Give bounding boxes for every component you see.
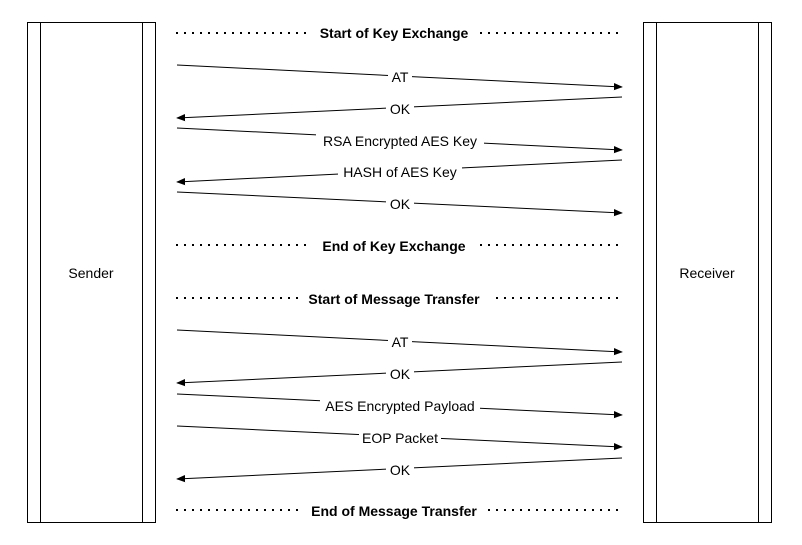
- message-label-bg: [386, 365, 414, 383]
- message-label: RSA Encrypted AES Key: [323, 133, 477, 149]
- section-separators: Start of Key Exchange End of Key Exchang…: [176, 22, 622, 521]
- sender-box: [27, 22, 156, 523]
- message-arrow: OK: [176, 361, 623, 387]
- message-arrow: AES Encrypted Payload: [176, 393, 623, 419]
- messages: AT OK RSA Encrypted AES Key HASH of AES …: [176, 64, 623, 483]
- message-label-bg: [388, 68, 412, 86]
- receiver-participant: Receiver: [643, 22, 772, 523]
- message-label: OK: [390, 462, 411, 478]
- message-label: OK: [390, 101, 411, 117]
- message-arrow: EOP Packet: [176, 425, 623, 451]
- section-separator: Start of Message Transfer: [176, 287, 622, 309]
- separator-label-bg: [312, 234, 476, 256]
- separator-label: End of Key Exchange: [322, 238, 465, 254]
- message-label: OK: [390, 366, 411, 382]
- separator-label-bg: [300, 499, 488, 521]
- message-label-bg: [359, 429, 441, 447]
- message-label-bg: [338, 163, 462, 181]
- separator-label: Start of Key Exchange: [320, 25, 469, 41]
- section-separator: Start of Key Exchange: [176, 22, 622, 44]
- message-arrow: OK: [176, 191, 623, 217]
- message-label-bg: [386, 195, 414, 213]
- section-separator: End of Message Transfer: [176, 499, 622, 521]
- message-arrow: AT: [176, 329, 623, 356]
- message-label: OK: [390, 196, 411, 212]
- message-label-bg: [386, 461, 414, 479]
- message-label: HASH of AES Key: [343, 164, 457, 180]
- sender-label: Sender: [68, 265, 113, 281]
- message-label-bg: [320, 397, 480, 415]
- separator-label-bg: [310, 22, 478, 44]
- sender-participant: Sender: [27, 22, 156, 523]
- separator-label: End of Message Transfer: [311, 503, 477, 519]
- message-label: AT: [392, 334, 409, 350]
- message-label: EOP Packet: [362, 430, 438, 446]
- receiver-box: [643, 22, 772, 523]
- message-arrow: HASH of AES Key: [176, 159, 623, 186]
- separator-label-bg: [298, 287, 490, 309]
- message-label: AES Encrypted Payload: [325, 398, 474, 414]
- separator-label: Start of Message Transfer: [308, 291, 480, 307]
- message-label: AT: [392, 69, 409, 85]
- message-label-bg: [388, 333, 412, 351]
- section-separator: End of Key Exchange: [176, 234, 622, 256]
- message-arrow: RSA Encrypted AES Key: [176, 127, 623, 154]
- message-arrow: OK: [176, 96, 623, 122]
- message-label-bg: [316, 132, 484, 150]
- message-arrow: OK: [176, 457, 623, 483]
- receiver-label: Receiver: [679, 265, 735, 281]
- message-arrow: AT: [176, 64, 623, 91]
- message-label-bg: [386, 100, 414, 118]
